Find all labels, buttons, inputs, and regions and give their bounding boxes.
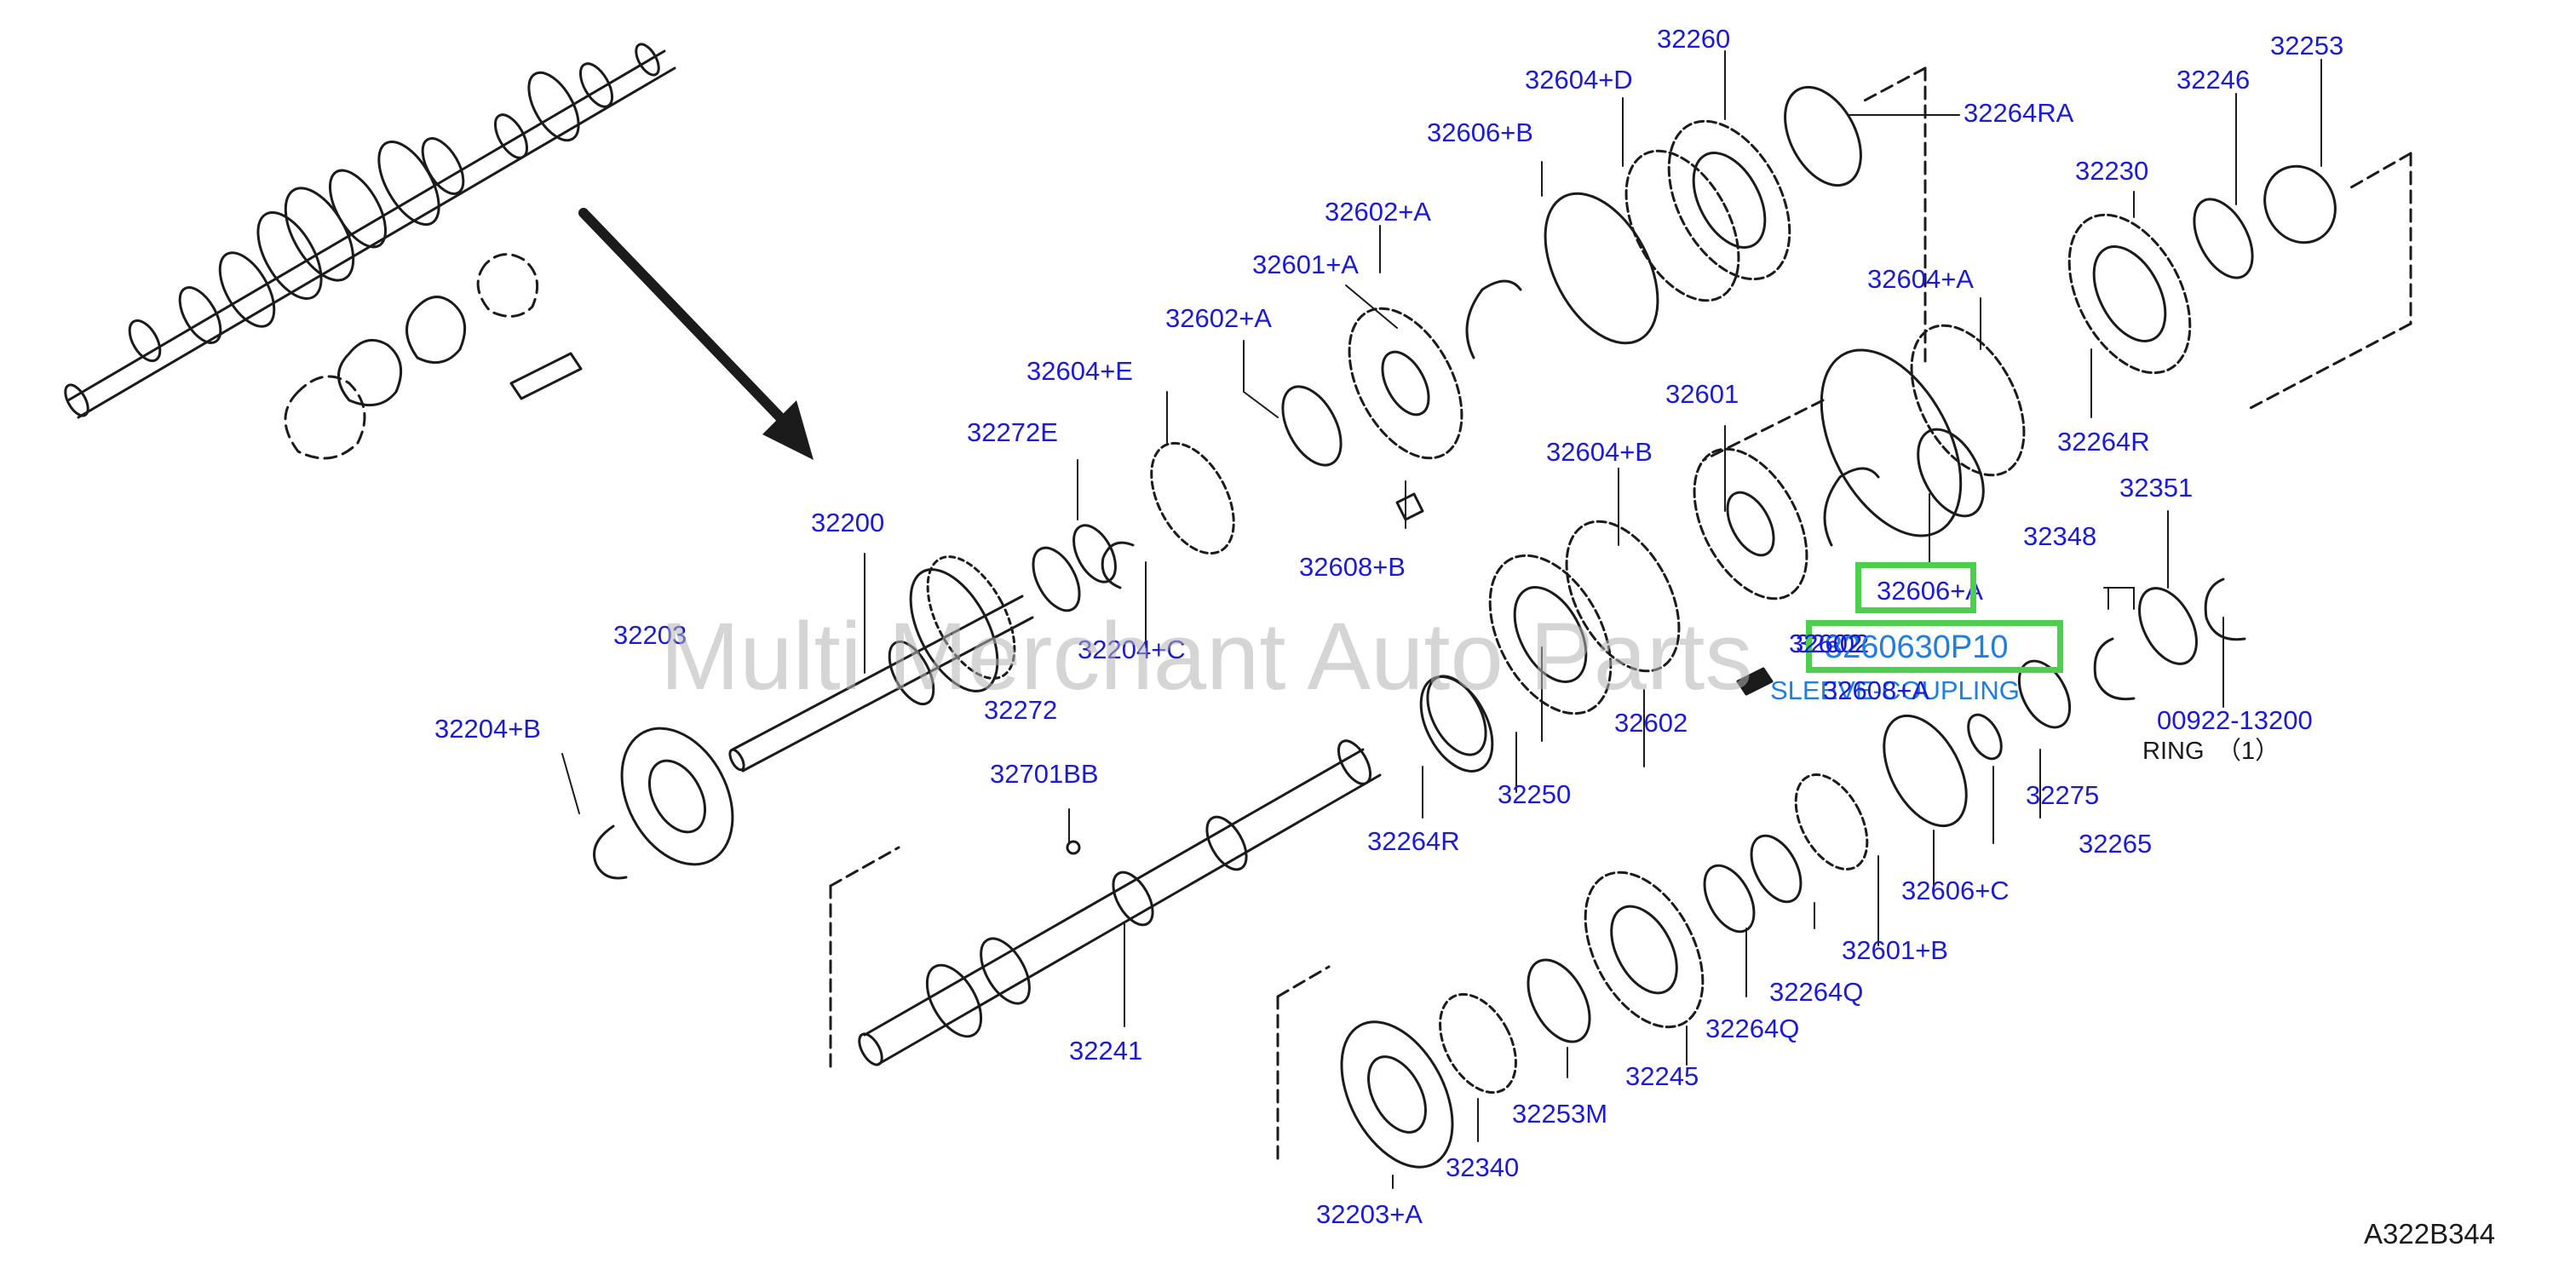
- part-label[interactable]: 32204+B: [434, 714, 541, 744]
- part-label[interactable]: 32601+A: [1252, 250, 1359, 279]
- part-label[interactable]: 32264RA: [1964, 98, 2074, 128]
- part-label[interactable]: 32253: [2270, 31, 2344, 60]
- part-label[interactable]: 32601: [1665, 379, 1739, 409]
- part-label[interactable]: 32253M: [1512, 1099, 1608, 1129]
- part-label[interactable]: 32264R: [2057, 427, 2150, 457]
- part-label[interactable]: 32264Q: [1705, 1014, 1800, 1043]
- part-label[interactable]: 32601+B: [1842, 935, 1948, 965]
- part-label[interactable]: 32203+A: [1316, 1199, 1423, 1229]
- main-shaft-part: [829, 739, 1382, 1075]
- part-label[interactable]: 32260: [1657, 24, 1731, 54]
- direction-arrow: [578, 208, 814, 460]
- part-label[interactable]: 32230: [2075, 156, 2149, 186]
- part-label[interactable]: 32348: [2023, 521, 2097, 551]
- part-label[interactable]: 32264R: [1367, 826, 1460, 856]
- part-label[interactable]: 32604+D: [1525, 65, 1633, 95]
- ring-quantity-note: RING （1）: [2142, 738, 2280, 765]
- bearing-32203-part: [620, 727, 734, 866]
- part-label[interactable]: 32606+B: [1427, 118, 1533, 147]
- overlap-partial-label[interactable]: 32608+A: [1823, 675, 1929, 705]
- part-label[interactable]: 32200: [811, 508, 885, 537]
- part-label[interactable]: 32606+C: [1901, 876, 2010, 905]
- highlight-box-selected: [1806, 620, 2063, 673]
- input-shaft-part: [728, 555, 1034, 773]
- part-label[interactable]: 32602+A: [1325, 197, 1431, 227]
- part-label[interactable]: 32602+A: [1165, 303, 1272, 333]
- part-label[interactable]: 32602: [1614, 708, 1688, 738]
- part-label[interactable]: 32604+A: [1867, 264, 1974, 294]
- highlight-box-32606A: [1855, 562, 1976, 613]
- part-label[interactable]: 32203: [613, 620, 687, 650]
- sleeve-coupling-link[interactable]: SLEEVE-COUPLING: [1770, 675, 2020, 705]
- part-label[interactable]: 32351: [2119, 473, 2194, 503]
- part-label[interactable]: 32604+E: [1026, 356, 1133, 386]
- overlap-code-label[interactable]: 32602: [1789, 629, 1863, 658]
- diagram-code: A322B344: [2364, 1218, 2496, 1250]
- part-label[interactable]: 32272E: [967, 417, 1058, 447]
- part-label[interactable]: 32250: [1498, 779, 1572, 809]
- part-label[interactable]: 32265: [2079, 829, 2153, 859]
- part-label[interactable]: 32245: [1625, 1061, 1699, 1091]
- selected-part-link[interactable]: 3260630P10: [1825, 629, 2009, 665]
- part-label[interactable]: 32608+B: [1299, 552, 1406, 582]
- part-label[interactable]: 32275: [2026, 780, 2100, 810]
- part-label[interactable]: 32604+B: [1546, 437, 1653, 467]
- part-label[interactable]: 32606+A: [1877, 576, 1983, 606]
- part-label[interactable]: 32264Q: [1769, 977, 1864, 1007]
- part-label[interactable]: 32246: [2176, 65, 2251, 95]
- part-label[interactable]: 32241: [1069, 1036, 1143, 1066]
- part-label[interactable]: 00922-13200: [2157, 705, 2313, 735]
- part-label[interactable]: 32204+C: [1078, 635, 1186, 664]
- part-label[interactable]: 32272: [984, 695, 1058, 725]
- leader-lines: [561, 50, 2322, 1189]
- part-label[interactable]: 32340: [1446, 1152, 1520, 1182]
- assembly-overview-thumbnail: [64, 43, 676, 460]
- part-label[interactable]: 32701BB: [990, 759, 1099, 789]
